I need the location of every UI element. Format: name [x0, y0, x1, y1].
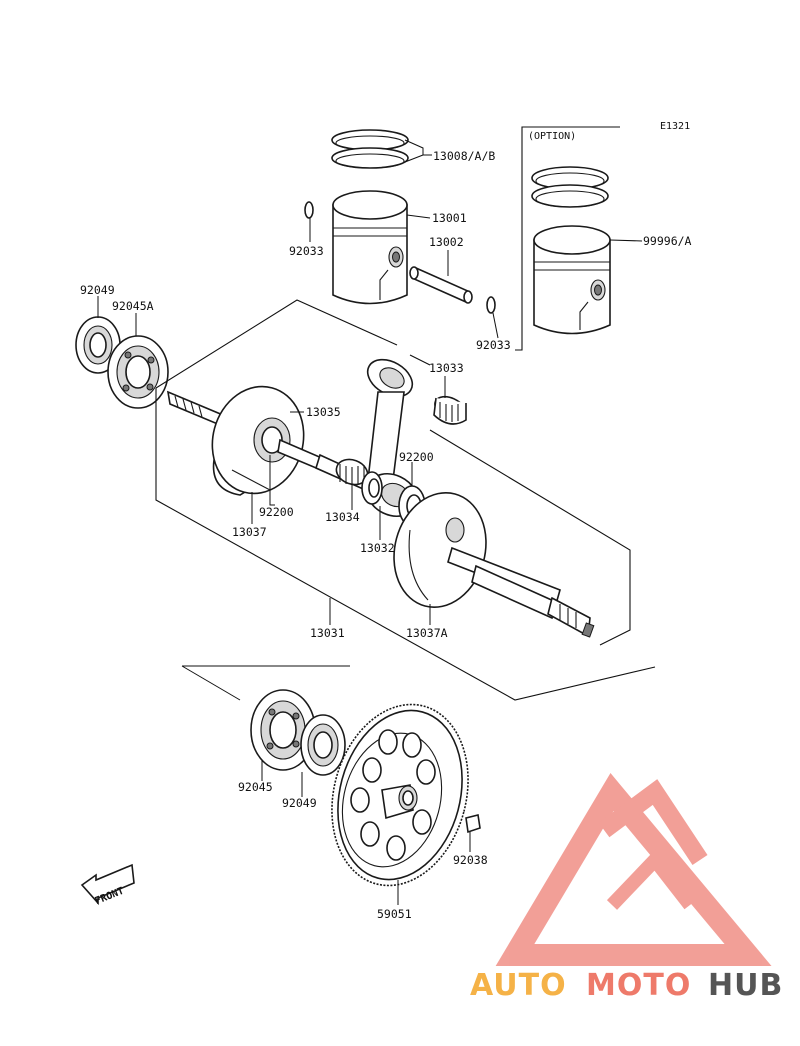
front-arrow-icon [80, 863, 135, 906]
part-labels: E1321 (OPTION) 13008/A/B 13001 92033 130… [80, 121, 692, 921]
piston [332, 190, 408, 305]
label-13037A: 13037A [406, 626, 448, 640]
drive-gear [331, 703, 469, 887]
diagram-code: E1321 [660, 121, 690, 132]
automotohub-logo [495, 773, 772, 966]
piston-pin [409, 266, 473, 304]
option-piston [533, 225, 611, 335]
label-59051: 59051 [377, 907, 412, 921]
label-99996: 99996/A [643, 234, 692, 248]
leader-lines [97, 139, 643, 905]
small-end-needle-bearing [433, 395, 467, 425]
ball-bearing-lower [250, 689, 316, 771]
label-13002: 13002 [429, 235, 464, 249]
label-92049-lower: 92049 [282, 796, 317, 810]
piston-pin-clip-right [486, 296, 496, 314]
piston-pin-clip-left [304, 201, 314, 219]
oil-seal-lower [300, 714, 346, 776]
brand-auto: AUTO [470, 968, 567, 1003]
label-13008: 13008/A/B [433, 149, 495, 163]
option-piston-rings [531, 166, 609, 208]
option-frame [515, 126, 620, 351]
label-92045A: 92045A [112, 299, 154, 313]
label-92200-left: 92200 [259, 505, 294, 519]
option-label: (OPTION) [528, 131, 576, 142]
thrust-washer-left [361, 471, 383, 505]
crankshaft-right-half [393, 491, 595, 638]
label-13037: 13037 [232, 525, 267, 539]
label-13001: 13001 [432, 211, 467, 225]
label-13032: 13032 [360, 541, 395, 555]
crankshaft-left-half [166, 385, 347, 496]
automotohub-wordmark: AUTO MOTO HUB [470, 968, 783, 1003]
piston-rings [331, 129, 409, 169]
label-13033: 13033 [429, 361, 464, 375]
label-13035: 13035 [306, 405, 341, 419]
label-92033-upper: 92033 [289, 244, 324, 258]
lower-group-lines [181, 665, 350, 701]
brand-hub: HUB [708, 968, 783, 1003]
crankshaft-group-frame [155, 299, 656, 701]
label-92049-upper: 92049 [80, 283, 115, 297]
oil-seal-left [75, 316, 121, 374]
label-92045: 92045 [238, 780, 273, 794]
woodruff-key [465, 814, 481, 834]
label-92038: 92038 [453, 853, 488, 867]
ball-bearing-left [107, 335, 169, 409]
label-13034: 13034 [325, 510, 360, 524]
brand-moto: MOTO [586, 968, 691, 1003]
label-13031: 13031 [310, 626, 345, 640]
label-92200-right: 92200 [399, 450, 434, 464]
label-92033-lower: 92033 [476, 338, 511, 352]
